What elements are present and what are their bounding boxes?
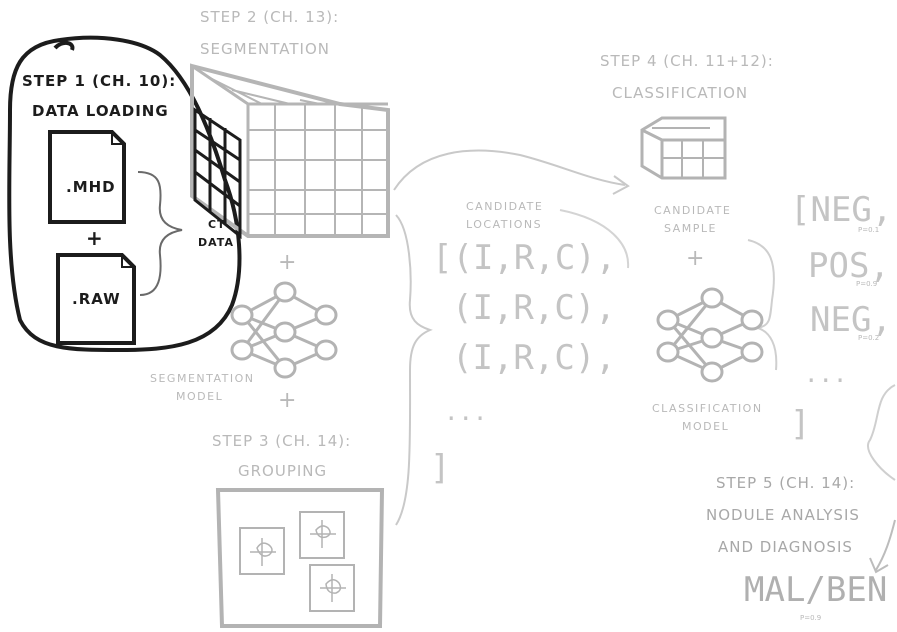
candidate-row-3: (I,R,C), (452, 338, 616, 378)
mhd-file-icon (48, 130, 126, 224)
result-1: [NEG, (790, 190, 893, 230)
result-1-prob: P=0.1 (858, 226, 880, 234)
raw-file-icon (56, 253, 136, 345)
candidate-sample-label-1: CANDIDATE (654, 204, 732, 217)
class-model-label-1: CLASSIFICATION (652, 402, 763, 415)
result-2-prob: P=0.9 (856, 280, 878, 288)
ct-data-label-2: DATA (198, 236, 234, 249)
ct-volume-cube (190, 63, 390, 238)
result-close-bracket: ] (790, 404, 811, 444)
result-3: NEG, (810, 300, 892, 340)
step1-subtitle: DATA LOADING (32, 102, 169, 120)
seg-plus-1: + (278, 250, 298, 275)
candidate-ellipsis: ... (444, 398, 488, 426)
segmentation-model-icon (230, 281, 338, 379)
candidate-bracket-left (395, 214, 433, 526)
step2-title: STEP 2 (CH. 13): (200, 8, 340, 26)
step1-title: STEP 1 (CH. 10): (22, 72, 177, 90)
diagnosis-arrow (869, 519, 896, 574)
result-3-prob: P=0.2 (858, 334, 880, 342)
classification-model-icon (656, 287, 764, 383)
step1-highlight-blob (7, 35, 242, 352)
candidate-sample-label-2: SAMPLE (664, 222, 717, 235)
diagnosis-curve (867, 384, 896, 481)
seg-to-classify-curve (393, 149, 626, 191)
candidate-row-2: (I,R,C), (452, 288, 616, 328)
candidate-curve-right (559, 209, 630, 269)
candidate-locations-label-1: CANDIDATE (466, 200, 544, 213)
step5-subtitle-1: NODULE ANALYSIS (706, 506, 860, 524)
step4-title: STEP 4 (CH. 11+12): (600, 52, 774, 70)
ct-data-label-1: CT (208, 218, 226, 231)
ct-data-brace (137, 171, 183, 296)
classify-plus: + (686, 246, 706, 271)
class-model-label-2: MODEL (682, 420, 730, 433)
seg-model-label-2: MODEL (176, 390, 224, 403)
candidate-locations-label-2: LOCATIONS (466, 218, 543, 231)
result-ellipsis: ... (804, 360, 848, 388)
ct-slice (193, 107, 242, 240)
seg-model-label-1: SEGMENTATION (150, 372, 255, 385)
raw-file-label: .RAW (72, 290, 121, 308)
step3-subtitle: GROUPING (238, 462, 328, 480)
step4-subtitle: CLASSIFICATION (612, 84, 749, 102)
step3-title: STEP 3 (CH. 14): (212, 432, 352, 450)
result-2: POS, (808, 246, 890, 286)
result-bracket (747, 239, 778, 371)
candidate-close-bracket: ] (430, 448, 451, 488)
candidate-row-1: [(I,R,C), (432, 238, 617, 278)
step5-title: STEP 5 (CH. 14): (716, 474, 856, 492)
candidate-sample-cube (640, 116, 727, 180)
arrow-head-1 (612, 175, 630, 195)
grouping-image (215, 488, 385, 628)
seg-plus-2: + (278, 388, 298, 413)
step5-subtitle-2: AND DIAGNOSIS (718, 538, 853, 556)
step2-subtitle: SEGMENTATION (200, 40, 330, 58)
diagnosis-output: MAL/BEN (744, 570, 888, 610)
files-plus: + (86, 226, 104, 250)
diagnosis-output-prob: P=0.9 (800, 614, 822, 622)
mhd-file-label: .MHD (66, 178, 116, 196)
